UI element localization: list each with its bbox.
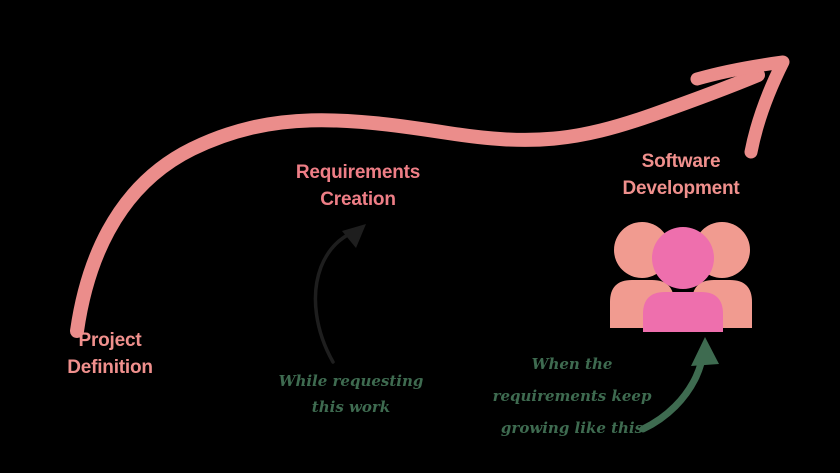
team-icon [610, 222, 752, 332]
stage-label-requirements-creation: Requirements Creation [295, 162, 421, 210]
team-member-center [643, 227, 723, 332]
green-arrowhead [691, 337, 719, 366]
stage-label-software-development: Software Development [622, 151, 740, 199]
growth-curve-arrow [70, 68, 765, 338]
stage-label-project-definition: Project Definition [67, 330, 153, 378]
annotation-while-requesting: While requesting this work [278, 372, 424, 416]
sketch-arrow-to-requirements [313, 230, 355, 364]
sketch-arrowhead [342, 224, 366, 248]
growth-curve-arrowhead [690, 55, 790, 159]
annotation-requirements-growing: When the requirements keep growing like … [492, 355, 652, 437]
